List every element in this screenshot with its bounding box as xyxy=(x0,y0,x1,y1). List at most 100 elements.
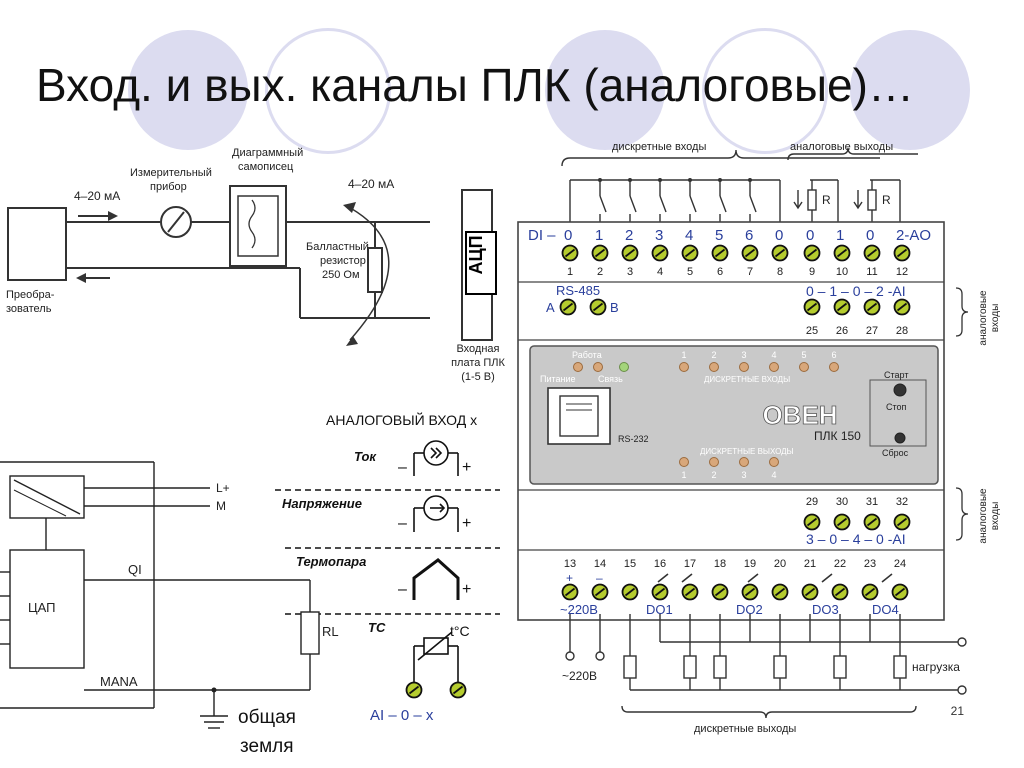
svg-text:1: 1 xyxy=(681,470,686,480)
do3-label: DO3 xyxy=(812,602,839,617)
side-label-lower-2: входы xyxy=(990,502,1001,531)
input-board-label-1: Входная xyxy=(456,343,499,355)
svg-text:19: 19 xyxy=(744,558,756,570)
input-board-label-3: (1-5 В) xyxy=(461,371,495,383)
rs232-label: RS-232 xyxy=(618,434,649,444)
top-terminal-numbers: 1 2 3 4 5 6 7 8 9 10 11 12 xyxy=(567,266,908,278)
svg-text:22: 22 xyxy=(834,558,846,570)
owen-brand: ОВЕН xyxy=(762,400,837,430)
dac-diagram xyxy=(0,461,320,729)
svg-text:2: 2 xyxy=(625,227,633,244)
qi-label: QI xyxy=(128,562,142,577)
svg-text:0: 0 xyxy=(775,227,783,244)
ai-upper-label: 0 – 1 – 0 – 2 -AI xyxy=(806,283,906,299)
do4-label: DO4 xyxy=(872,602,899,617)
side-label-upper-1: аналоговые xyxy=(978,290,989,346)
ai-terminal-plus xyxy=(449,681,467,699)
resistor-label-1: Балластный xyxy=(306,241,369,253)
do-led-numbers: 1 2 3 4 xyxy=(681,470,776,480)
rl-label: RL xyxy=(322,624,339,639)
minus-1: – xyxy=(398,459,407,476)
svg-text:29: 29 xyxy=(806,496,818,508)
svg-text:25: 25 xyxy=(806,325,818,337)
svg-text:18: 18 xyxy=(714,558,726,570)
reset-label: Сброс xyxy=(882,448,909,458)
side-brace-upper xyxy=(955,287,969,337)
temp-symbol: t°C xyxy=(450,623,470,639)
svg-text:32: 32 xyxy=(896,496,908,508)
m-label: M xyxy=(216,499,226,513)
minus-2: – xyxy=(398,515,407,532)
svg-text:20: 20 xyxy=(774,558,786,570)
stop-label: Стоп xyxy=(886,402,907,412)
svg-text:13: 13 xyxy=(564,558,576,570)
meter-label-2: прибор xyxy=(150,181,187,193)
svg-text:9: 9 xyxy=(809,266,815,278)
svg-text:5: 5 xyxy=(715,227,723,244)
svg-text:2-AO: 2-AO xyxy=(896,227,931,244)
di-led-numbers: 1 2 3 4 5 6 xyxy=(681,350,836,360)
ballast-resistor xyxy=(367,247,383,293)
decorative-ring xyxy=(702,28,828,154)
svg-text:3: 3 xyxy=(741,470,746,480)
dac-label: ЦАП xyxy=(28,600,56,615)
svg-text:3: 3 xyxy=(655,227,663,244)
svg-text:4: 4 xyxy=(771,470,776,480)
svg-text:30: 30 xyxy=(836,496,848,508)
svg-text:0: 0 xyxy=(564,227,572,244)
supply-label: ~220В xyxy=(562,669,597,683)
r-label-2: R xyxy=(882,193,891,207)
top-channel-labels: DI – 0 1 2 3 4 5 6 0 0 1 0 2-AO xyxy=(528,227,931,244)
recorder-label-1: Диаграммный xyxy=(232,147,303,159)
power-label: ~220В xyxy=(560,602,598,617)
do1-label: DO1 xyxy=(646,602,673,617)
svg-text:27: 27 xyxy=(866,325,878,337)
plus-3: + xyxy=(462,581,471,598)
svg-text:6: 6 xyxy=(831,350,836,360)
svg-text:17: 17 xyxy=(684,558,696,570)
svg-text:3: 3 xyxy=(741,350,746,360)
svg-text:1: 1 xyxy=(836,227,844,244)
di-panel-label: ДИСКРЕТНЫЕ ВХОДЫ xyxy=(704,375,790,384)
rs485-b: B xyxy=(610,300,619,315)
led-label-power: Питание xyxy=(540,374,576,384)
ai-terminal-minus xyxy=(405,681,423,699)
svg-text:1: 1 xyxy=(567,266,573,278)
svg-text:10: 10 xyxy=(836,266,848,278)
do2-label: DO2 xyxy=(736,602,763,617)
ai-lower-label: 3 – 0 – 4 – 0 -AI xyxy=(806,531,906,547)
input-board-label-2: плата ПЛК xyxy=(451,357,505,369)
svg-text:24: 24 xyxy=(894,558,906,570)
svg-text:4: 4 xyxy=(685,227,693,244)
side-label-upper-2: входы xyxy=(990,304,1001,333)
svg-text:7: 7 xyxy=(747,266,753,278)
load-label: нагрузка xyxy=(912,660,960,674)
mana-label: MANA xyxy=(100,674,138,689)
svg-text:31: 31 xyxy=(866,496,878,508)
ai-upper-numbers: 25 26 27 28 xyxy=(806,325,908,337)
plc-device: ОВЕН ПЛК 150 xyxy=(517,147,969,719)
led-label-link: Связь xyxy=(598,374,623,384)
row-rtd: ТС xyxy=(368,620,386,635)
svg-text:4: 4 xyxy=(771,350,776,360)
svg-text:16: 16 xyxy=(654,558,666,570)
ground-label-2: земля xyxy=(240,736,294,757)
side-label-lower-1: аналоговые xyxy=(978,488,989,544)
decorative-circle xyxy=(850,30,970,150)
svg-text:2: 2 xyxy=(711,470,716,480)
side-brace-lower xyxy=(955,487,969,541)
recorder-label-2: самописец xyxy=(238,161,294,173)
plus-2: + xyxy=(462,515,471,532)
svg-text:8: 8 xyxy=(777,266,783,278)
label-analog-outputs: аналоговые выходы xyxy=(790,141,893,153)
svg-text:21: 21 xyxy=(804,558,816,570)
svg-text:28: 28 xyxy=(896,325,908,337)
adc-label: АЦП xyxy=(466,235,486,274)
current-out-label: 4–20 мА xyxy=(348,177,394,191)
rs485-a: A xyxy=(546,300,555,315)
analog-input-rows xyxy=(275,440,500,682)
transducer-label-1: Преобра- xyxy=(6,289,55,301)
svg-text:6: 6 xyxy=(717,266,723,278)
led-power xyxy=(593,362,603,372)
